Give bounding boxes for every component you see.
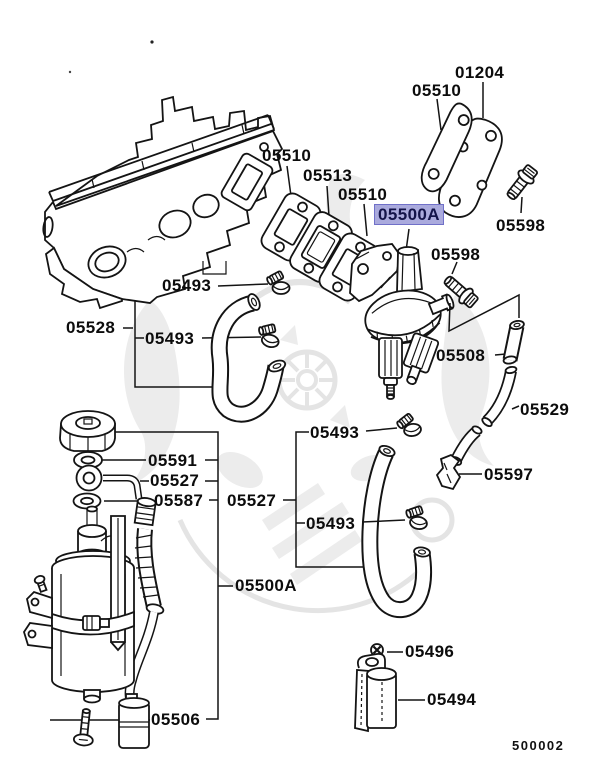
fuel-pump-drawing <box>349 243 455 400</box>
watermark-art <box>123 174 494 613</box>
part-label-05587[interactable]: 05587 <box>154 491 204 510</box>
part-label-05494[interactable]: 05494 <box>427 690 477 709</box>
clip-05597-drawing <box>435 453 462 491</box>
part-label-05493-center-bottom[interactable]: 05493 <box>306 514 356 533</box>
part-label-05500a-bottom[interactable]: 05500A <box>235 576 297 595</box>
part-label-05510-left[interactable]: 05510 <box>262 146 312 165</box>
part-label-05529[interactable]: 05529 <box>520 400 570 419</box>
part-label-05493-left-top[interactable]: 05493 <box>162 276 212 295</box>
bolt-drawing <box>72 708 94 747</box>
hose-05527-drawing <box>361 444 433 618</box>
hose-05508-drawing <box>502 319 525 365</box>
fuel-filter-drawing <box>118 693 150 749</box>
part-label-05500a-highlighted[interactable]: 05500A <box>374 204 444 225</box>
part-label-05493-left-bottom[interactable]: 05493 <box>145 329 195 348</box>
leader-lines <box>50 82 523 721</box>
part-label-05496[interactable]: 05496 <box>405 642 455 661</box>
part-label-01204[interactable]: 01204 <box>455 63 505 82</box>
part-label-05528[interactable]: 05528 <box>66 318 116 337</box>
part-label-05597[interactable]: 05597 <box>484 465 534 484</box>
scan-speck <box>68 70 72 74</box>
part-label-05598-center[interactable]: 05598 <box>431 245 481 264</box>
part-label-05506[interactable]: 05506 <box>151 710 201 729</box>
part-label-05591[interactable]: 05591 <box>148 451 198 470</box>
part-label-05510-middle[interactable]: 05510 <box>338 185 388 204</box>
leader-lines-over <box>361 293 520 523</box>
engine-block-drawing <box>42 95 284 310</box>
part-label-05493-center-top[interactable]: 05493 <box>310 423 360 442</box>
part-label-05527-left[interactable]: 05527 <box>150 471 200 490</box>
part-label-05527-center[interactable]: 05527 <box>227 491 277 510</box>
scan-speck <box>150 40 154 44</box>
part-label-05510-top-right[interactable]: 05510 <box>412 81 462 100</box>
damper-bracket-05494-drawing <box>354 652 397 733</box>
part-label-05598-right[interactable]: 05598 <box>496 216 546 235</box>
fuel-pump-assembly-drawing <box>23 410 165 706</box>
part-label-05513[interactable]: 05513 <box>303 166 353 185</box>
cover-plate-01204-drawing <box>438 117 503 218</box>
hose-05528-drawing <box>210 293 287 423</box>
part-label-05508[interactable]: 05508 <box>436 346 486 365</box>
catalog-code: 500002 <box>512 738 565 753</box>
cover-plate-05510-drawing <box>420 102 473 193</box>
